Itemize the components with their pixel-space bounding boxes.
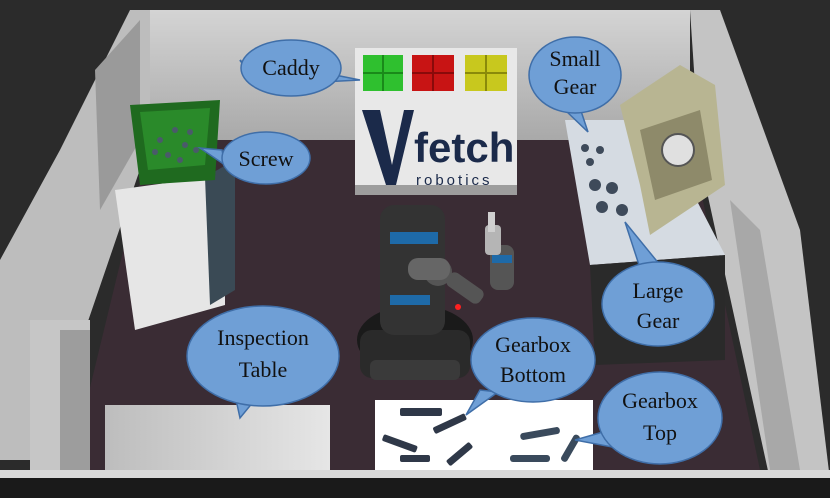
callout-gearbox-top-line-1: Gearbox [622,388,698,413]
callout-caddy: Caddy [239,39,361,97]
callout-caddy-line-1: Caddy [262,55,319,80]
callout-large-gear: Large Gear [601,221,715,347]
logo-sub: robotics [416,172,493,189]
screw-table [115,175,225,330]
callout-large-gear-line-1: Large [633,278,684,303]
callout-large-gear-line-2: Gear [637,308,680,333]
screw-parts [152,127,199,163]
fetch-logo: fetch robotics [362,110,514,189]
callout-gearbox-bottom: Gearbox Bottom [465,317,596,416]
callout-gearbox-bottom-line-1: Gearbox [495,332,571,357]
screw-bin-inner [140,108,210,170]
screw-table-side [205,160,235,305]
caddy-red [412,55,454,91]
callout-small-gear: Small Gear [528,36,622,133]
caddy-yellow [465,55,507,91]
callout-inspection-table-line-2: Table [239,357,288,382]
callout-small-gear-line-2: Gear [554,74,597,99]
inspection-table [105,405,330,470]
front-left-pillar-shade [60,330,90,470]
gearbox-machine-part [661,133,695,167]
callout-inspection-table: Inspection Table [186,305,340,420]
logo-word: fetch [414,124,514,171]
callout-gearbox-top: Gearbox Top [574,371,723,465]
left-wall-panel [95,20,140,210]
fetch-robot [357,205,514,380]
callout-gearbox-bottom-line-2: Bottom [500,362,566,387]
caddy-green [363,55,403,91]
callout-inspection-table-line-1: Inspection [217,325,309,350]
callout-small-gear-line-1: Small [549,46,600,71]
caddy-table-shadow [355,185,517,195]
front-wall-edge [0,478,830,498]
callout-screw: Screw [197,131,311,185]
callout-screw-line-1: Screw [239,146,294,171]
gearbox-bottom-parts [382,408,473,466]
callout-gearbox-top-line-2: Top [643,420,677,445]
gearbox-top-parts [510,427,580,462]
right-wall-panel [730,200,800,470]
small-gear-parts [581,144,604,166]
large-gear-parts [589,179,628,216]
